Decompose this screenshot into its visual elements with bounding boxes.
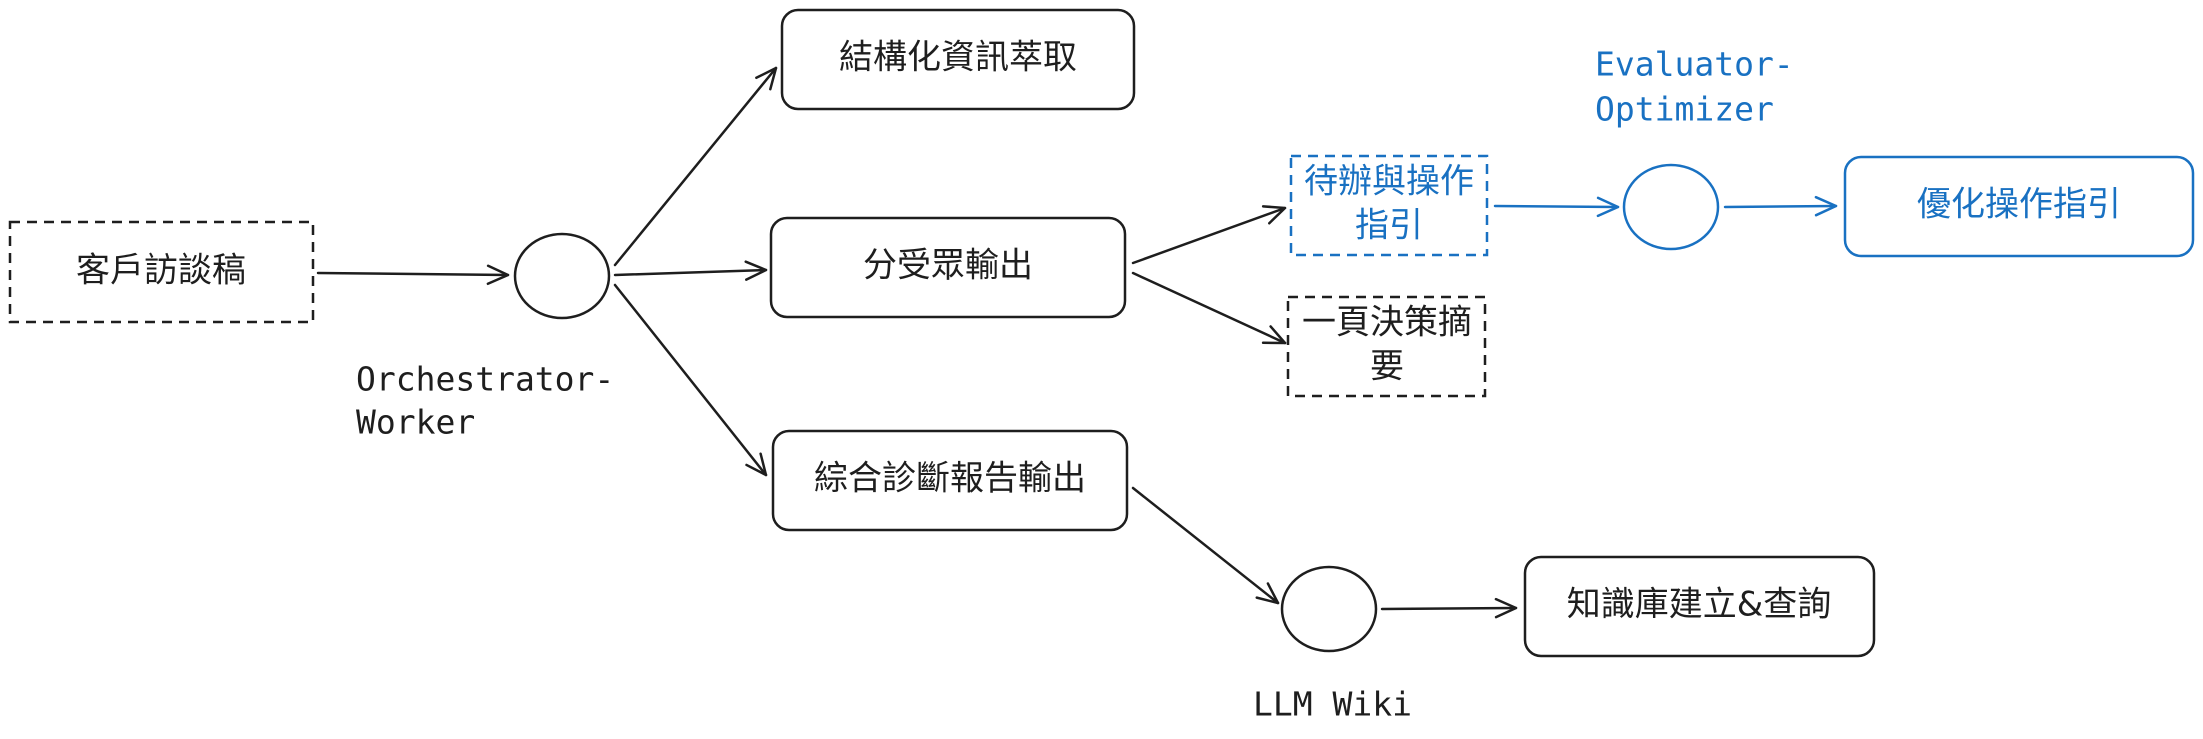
arrow-orchestrator-to-report (613, 283, 768, 477)
node-report: 綜合診斷報告輸出 (771, 429, 1129, 532)
arrow-orchestrator-to-extract (613, 66, 778, 267)
label-evaluator: Evaluator- Optimizer (1595, 45, 1794, 129)
node-interview-label: 客戶訪談稿 (76, 251, 246, 291)
connectors (316, 66, 1838, 619)
node-audience-label: 分受眾輸出 (863, 246, 1033, 286)
node-summary: 一頁決策摘 要 (1286, 295, 1487, 398)
node-interview: 客戶訪談稿 (8, 220, 315, 324)
label-evaluator-line2: Optimizer (1595, 90, 1774, 129)
node-summary-line1: 一頁決策摘 (1302, 303, 1472, 343)
arrow-interview-to-orchestrator (316, 264, 510, 286)
node-extract: 結構化資訊萃取 (780, 8, 1136, 111)
arrow-wiki-to-kb (1380, 597, 1518, 619)
orchestrator-circle (513, 232, 611, 320)
arrow-audience-to-todo (1131, 205, 1287, 265)
arrow-evaluator-to-optimize (1723, 195, 1838, 217)
arrow-report-to-wiki (1131, 486, 1280, 605)
label-llm-wiki: LLM Wiki (1253, 685, 1412, 724)
label-orchestrator: Orchestrator- Worker (356, 360, 614, 442)
arrow-audience-to-summary (1131, 271, 1287, 345)
node-optimize: 優化操作指引 (1843, 155, 2195, 258)
node-kb-label: 知識庫建立&查詢 (1567, 585, 1832, 625)
label-llm-wiki-text: LLM Wiki (1253, 685, 1412, 724)
hub-circles (513, 163, 1720, 653)
label-orchestrator-line2: Worker (356, 403, 475, 442)
node-todo-line1: 待辦與操作 (1304, 162, 1474, 202)
arrow-orchestrator-to-audience (613, 260, 768, 281)
node-optimize-label: 優化操作指引 (1917, 185, 2121, 225)
llm-wiki-circle (1280, 565, 1378, 653)
node-kb: 知識庫建立&查詢 (1523, 555, 1876, 658)
node-summary-line2: 要 (1370, 347, 1404, 387)
arrow-todo-to-evaluator (1493, 196, 1620, 218)
node-todo: 待辦與操作 指引 (1289, 154, 1489, 257)
node-audience: 分受眾輸出 (769, 216, 1127, 319)
node-extract-label: 結構化資訊萃取 (839, 38, 1077, 78)
node-report-label: 綜合診斷報告輸出 (814, 459, 1086, 499)
label-evaluator-line1: Evaluator- (1595, 45, 1794, 84)
evaluator-circle (1622, 163, 1720, 251)
label-orchestrator-line1: Orchestrator- (356, 360, 614, 399)
node-todo-line2: 指引 (1355, 206, 1423, 246)
